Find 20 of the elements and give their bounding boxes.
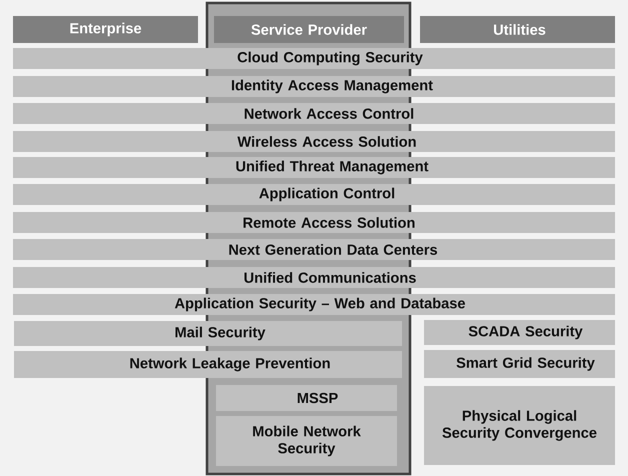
category-bar: Physical Logical Security Convergence [424,386,615,465]
category-bar: Cloud Computing Security [13,48,615,69]
category-bar: Network Access Control [13,103,615,124]
category-bar: Unified Threat Management [13,157,615,178]
category-bar: Wireless Access Solution [13,131,615,152]
category-bar: SCADA Security [424,320,615,345]
column-header: Enterprise [13,16,198,43]
category-bar: Unified Communications [13,267,615,288]
category-bar: Mail Security [14,321,402,346]
category-bar: MSSP [216,385,397,411]
category-bar: Application Control [13,184,615,205]
category-bar: Application Security – Web and Database [13,294,615,315]
column-header: Utilities [420,16,615,43]
category-bar: Mobile Network Security [216,416,397,466]
category-bar: Next Generation Data Centers [13,239,615,260]
category-bar: Remote Access Solution [13,212,615,233]
category-bar: Network Leakage Prevention [14,351,402,378]
category-bar: Identity Access Management [13,76,615,97]
column-header: Service Provider [214,16,404,43]
category-bar: Smart Grid Security [424,350,615,378]
